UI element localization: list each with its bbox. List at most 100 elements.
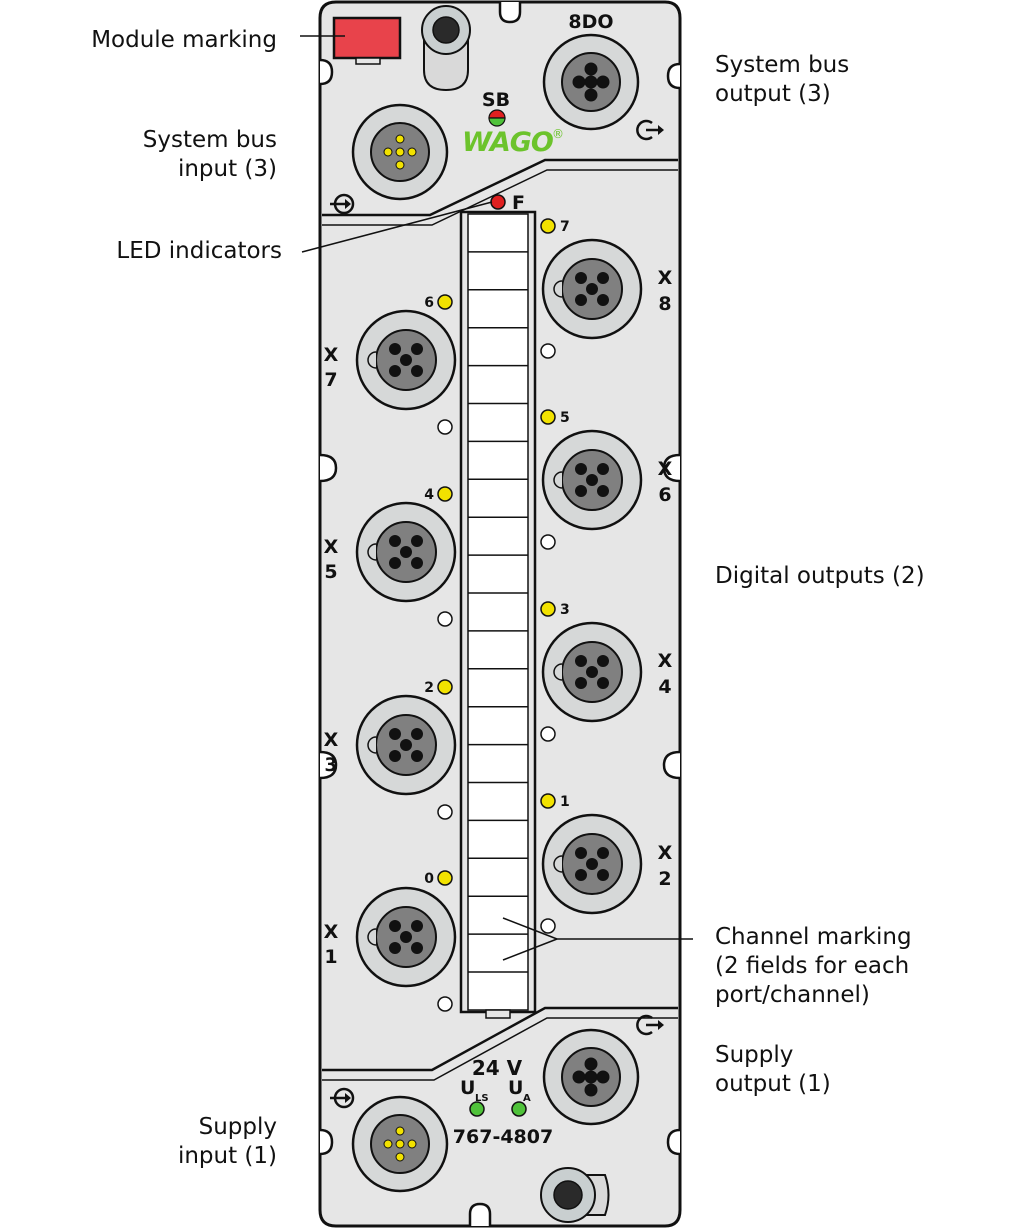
callout-line: Supply <box>715 1042 794 1068</box>
diagnostic-led-x6 <box>540 534 556 550</box>
uls-subscript: LS <box>475 1093 489 1104</box>
port-x-label: X <box>324 536 339 558</box>
diagnostic-led-x4 <box>540 726 556 742</box>
callout-line: System bus <box>715 52 850 78</box>
callout-line: input (1) <box>177 1143 277 1169</box>
output-connector-x2 <box>541 813 643 915</box>
status-led-x4 <box>540 601 556 617</box>
callout-line: input (3) <box>177 156 277 182</box>
port-x-label: X <box>658 267 673 289</box>
status-led-x1 <box>437 870 453 886</box>
diagnostic-led-x5 <box>437 611 453 627</box>
mounting-screw-bottom <box>540 1167 610 1223</box>
ua-led <box>511 1101 527 1117</box>
callout-system-bus-input: System bus input (3) <box>143 126 277 184</box>
output-connector-x7 <box>355 309 457 411</box>
system-bus-output-connector <box>542 33 640 131</box>
callout-module-marking: Module marking <box>91 26 277 55</box>
led-channel-number: 5 <box>560 410 570 426</box>
status-led-x2 <box>540 793 556 809</box>
bus-output-arrow-icon <box>636 119 664 141</box>
port-number-label: 1 <box>324 946 337 968</box>
leader-lines <box>300 35 693 961</box>
ua-subscript: A <box>523 1093 531 1104</box>
port-number-label: 4 <box>658 676 671 698</box>
supply-input-connector <box>351 1095 449 1193</box>
callout-line: output (3) <box>715 81 831 107</box>
callout-line: port/channel) <box>715 982 870 1008</box>
sb-led-icon <box>488 109 506 127</box>
port-x-label: X <box>324 921 339 943</box>
output-connector-x6 <box>541 429 643 531</box>
led-channel-number: 3 <box>560 602 570 618</box>
callout-line: output (1) <box>715 1071 831 1097</box>
uls-label: U <box>460 1077 475 1099</box>
diagnostic-led-x2 <box>540 918 556 934</box>
led-channel-number: 0 <box>424 871 434 887</box>
callout-supply-output: Supply output (1) <box>715 1041 831 1099</box>
callout-digital-outputs: Digital outputs (2) <box>715 562 925 591</box>
output-connector-x3 <box>355 694 457 796</box>
bus-input-arrow-icon <box>330 193 355 215</box>
status-led-x3 <box>437 679 453 695</box>
callout-system-bus-output: System bus output (3) <box>715 51 849 109</box>
callout-line: Module marking <box>91 27 277 53</box>
port-number-label: 7 <box>324 369 337 391</box>
sb-label: SB <box>482 89 510 111</box>
diagnostic-led-x8 <box>540 343 556 359</box>
callout-led-indicators: LED indicators <box>116 237 282 266</box>
ua-label: U <box>508 1077 523 1099</box>
port-number-label: 8 <box>658 293 671 315</box>
diagnostic-led-x1 <box>437 996 453 1012</box>
callout-line: Supply <box>198 1114 277 1140</box>
status-led-x6 <box>540 409 556 425</box>
port-number-label: 5 <box>324 561 337 583</box>
led-channel-number: 2 <box>424 680 434 696</box>
led-channel-number: 1 <box>560 794 570 810</box>
mounting-screw-top <box>421 5 471 92</box>
output-connector-x5 <box>355 501 457 603</box>
led-channel-number: 6 <box>424 295 434 311</box>
port-x-label: X <box>324 344 339 366</box>
led-channel-number: 7 <box>560 219 570 235</box>
diagnostic-led-x3 <box>437 804 453 820</box>
port-x-label: X <box>658 458 673 480</box>
supply-output-arrow-icon <box>636 1014 664 1036</box>
status-led-x8 <box>540 218 556 234</box>
output-connector-x1 <box>355 886 457 988</box>
uls-led <box>469 1101 485 1117</box>
led-channel-number: 4 <box>424 487 434 503</box>
port-number-label: 2 <box>658 868 671 890</box>
supply-input-arrow-icon <box>330 1087 355 1109</box>
status-led-x7 <box>437 294 453 310</box>
connectors <box>351 33 643 1193</box>
port-number-label: 6 <box>658 484 671 506</box>
status-led-x5 <box>437 486 453 502</box>
fault-label: F <box>512 192 525 214</box>
port-x-label: X <box>658 650 673 672</box>
callout-supply-input: Supply input (1) <box>178 1113 277 1171</box>
port-x-label: X <box>324 729 339 751</box>
fault-led <box>490 194 506 210</box>
supply-output-connector <box>542 1028 640 1126</box>
diagnostic-led-x7 <box>437 419 453 435</box>
output-connector-x4 <box>541 621 643 723</box>
callout-line: Channel marking <box>715 924 912 950</box>
port-x-label: X <box>658 842 673 864</box>
brand-registered-mark: ® <box>552 127 564 141</box>
callout-line: (2 fields for each <box>715 953 910 979</box>
brand-logo: WAGO <box>462 127 553 158</box>
part-number: 767-4807 <box>453 1126 553 1148</box>
callout-line: System bus <box>142 127 277 153</box>
callout-line: Digital outputs (2) <box>715 563 925 589</box>
output-connector-x8 <box>541 238 643 340</box>
module-marking-label <box>332 16 402 65</box>
callout-line: LED indicators <box>116 238 282 264</box>
callout-channel-marking: Channel marking (2 fields for each port/… <box>715 923 912 1010</box>
module-type-label: 8DO <box>568 11 613 33</box>
voltage-label: 24 V <box>472 1056 523 1080</box>
channel-marking-strip <box>459 210 537 1019</box>
